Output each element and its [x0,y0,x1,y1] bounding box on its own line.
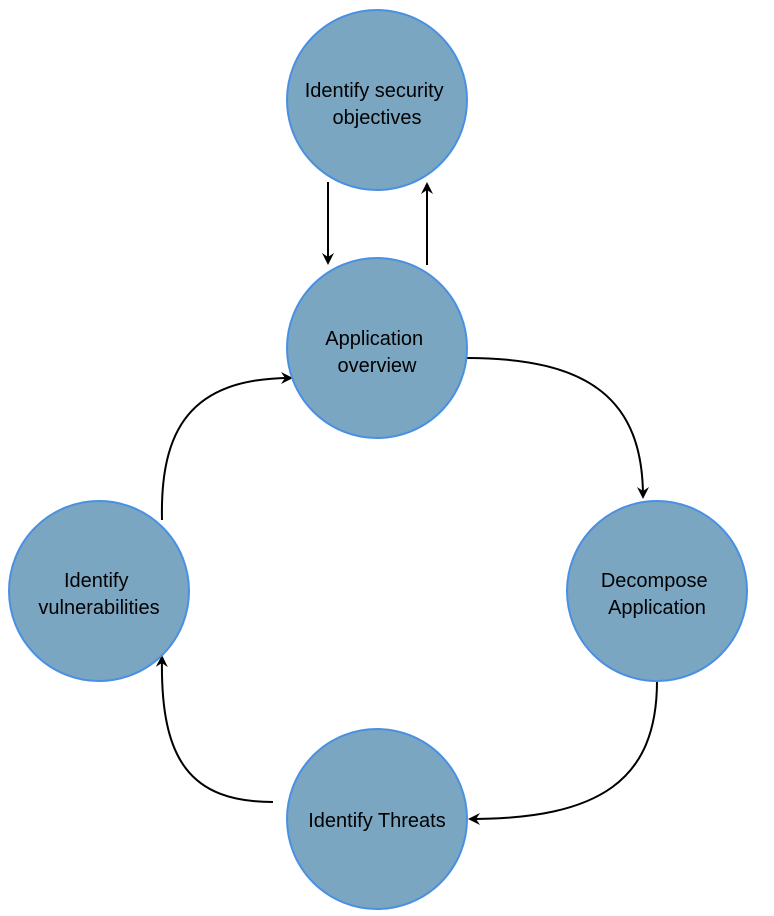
svg-text:Decompose Application: Decompose Application [601,570,713,619]
svg-text:Identify Threats: Identify Threats [308,810,445,832]
node-label-line: Identify security [305,80,444,102]
svg-text:Identify security object: Identify security objectives [305,80,450,129]
node-label-line: overview [338,355,417,377]
node-label-line: Identify Threats [308,810,445,832]
svg-text:Application overview: Application overview [325,328,428,377]
node-label-line: Application [325,328,423,350]
node-identify-security-objectives: Identify security objectives [286,9,468,191]
node-label-line: Identify [64,570,128,592]
edge-vulnerabilities-to-overview [160,372,293,521]
edge-overview-to-decompose [466,357,649,499]
node-identify-vulnerabilities: Identify vulnerabilities [8,500,190,682]
edges [155,182,658,825]
node-label-line: Application [608,597,706,619]
edge-threats-to-vulnerabilities [155,655,274,803]
node-label-line: vulnerabilities [38,597,159,619]
node-application-overview: Application overview [286,257,468,439]
svg-text:Identify vulnerabilities: Identify vulnerabilities [38,570,159,619]
node-decompose-application: Decompose Application [566,500,748,682]
edge-decompose-to-threats [468,680,658,825]
node-identify-threats: Identify Threats [286,728,468,910]
node-label-line: objectives [333,107,422,129]
node-label-line: Decompose [601,570,708,592]
